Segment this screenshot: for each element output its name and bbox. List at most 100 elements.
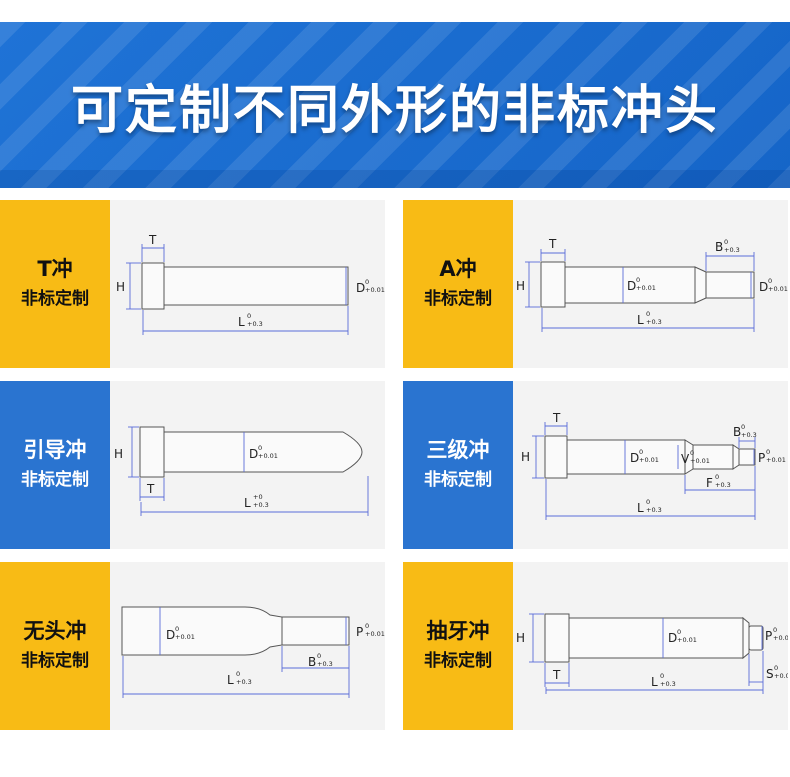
punch-diagram: H T D 0 +0.01 L +0 +0.3 xyxy=(110,381,385,549)
dim-f: F xyxy=(706,476,713,490)
banner-stripes xyxy=(0,22,790,188)
dim-tolerance: 0 xyxy=(774,664,778,672)
punch-shape xyxy=(141,262,349,310)
dimension-lines xyxy=(525,249,755,332)
card-name: 无头冲 xyxy=(23,619,87,643)
dim-tolerance: +0.3 xyxy=(724,246,740,254)
dim-b: B xyxy=(308,655,316,669)
dimension-lines xyxy=(128,426,369,516)
dim-tolerance: +0.3 xyxy=(317,660,333,668)
dim-tolerance: 0 xyxy=(639,448,643,456)
punch-diagram: H T D 0 +0.01 P 0 +0.01 S 0 +0.01 L 0 +0… xyxy=(513,562,788,730)
dim-tolerance: +0.01 xyxy=(639,456,659,464)
dim-tolerance: 0 xyxy=(766,448,770,456)
dim-t: T xyxy=(552,668,561,682)
card-label: 三级冲 非标定制 xyxy=(403,381,513,549)
dim-tolerance: +0.3 xyxy=(646,318,662,326)
punch-diagram: T H D 0 +0.01 V 0 +0.01 B 0 +0.3 P 0 +0.… xyxy=(513,381,788,549)
dim-tolerance: +0.01 xyxy=(175,633,195,641)
card-subtitle: 非标定制 xyxy=(424,289,492,309)
dim-tolerance: 0 xyxy=(365,622,369,630)
dim-l: L xyxy=(227,673,234,687)
punch-shape xyxy=(544,435,756,479)
dim-tolerance: 0 xyxy=(175,625,179,633)
dim-tolerance: +0.3 xyxy=(741,431,757,439)
dim-p: P xyxy=(758,451,765,465)
dim-tolerance: +0.01 xyxy=(365,286,385,294)
dim-s: S xyxy=(766,667,774,681)
card-name: 抽牙冲 xyxy=(426,619,490,643)
dim-tolerance: 0 xyxy=(724,238,728,246)
card-label: T冲 非标定制 xyxy=(0,200,110,368)
dim-tolerance: 0 xyxy=(258,444,262,452)
dim-d: D xyxy=(668,631,677,645)
card-a-punch: A冲 非标定制 xyxy=(403,200,788,368)
dim-b: B xyxy=(733,425,741,439)
dim-l: L xyxy=(238,315,245,329)
card-subtitle: 非标定制 xyxy=(424,651,492,671)
dim-tolerance: +0.3 xyxy=(660,680,676,688)
punch-shape xyxy=(139,426,363,478)
dim-tolerance: +0.01 xyxy=(636,284,656,292)
dim-tolerance: 0 xyxy=(715,473,719,481)
dim-h: H xyxy=(516,279,525,293)
dim-d: D xyxy=(166,628,175,642)
dim-d: D xyxy=(630,451,639,465)
dim-tolerance: +0.3 xyxy=(247,320,263,328)
dim-tolerance: +0.3 xyxy=(253,501,269,509)
dim-d: D xyxy=(627,279,636,293)
dim-b: B xyxy=(715,240,723,254)
dim-tolerance: 0 xyxy=(741,423,745,431)
dim-h: H xyxy=(114,447,123,461)
dimension-lines xyxy=(122,607,350,698)
dim-d: D xyxy=(356,281,365,295)
dim-h: H xyxy=(116,280,125,294)
punch-diagram: T H D 0 +0.01 B 0 +0.3 D 0 +0.01 L 0 +0.… xyxy=(513,200,788,368)
dim-tolerance: +0 xyxy=(253,493,263,501)
dim-t: T xyxy=(552,411,561,425)
dim-h: H xyxy=(516,631,525,645)
card-subtitle: 非标定制 xyxy=(424,470,492,490)
punch-shape xyxy=(540,261,755,308)
dim-tolerance: +0.01 xyxy=(774,672,788,680)
dim-tolerance: +0.3 xyxy=(646,506,662,514)
page-title: 可定制不同外形的非标冲头 xyxy=(70,80,719,141)
punch-diagram: T H D 0 +0.01 L 0 +0.3 xyxy=(110,200,385,368)
dim-tolerance: +0.01 xyxy=(690,457,710,465)
dim-l: L xyxy=(637,501,644,515)
dim-tolerance: 0 xyxy=(677,628,681,636)
dim-tolerance: +0.3 xyxy=(715,481,731,489)
card-headless-punch: 无头冲 非标定制 D 0 +0.01 P 0 +0.01 xyxy=(0,562,385,730)
dim-t: T xyxy=(548,237,557,251)
dim-tolerance: +0.3 xyxy=(236,678,252,686)
dim-t: T xyxy=(146,482,155,496)
dim-l: L xyxy=(651,675,658,689)
dim-tolerance: 0 xyxy=(236,670,240,678)
dim-d: D xyxy=(249,447,258,461)
dim-tolerance: 0 xyxy=(317,652,321,660)
dim-tolerance: 0 xyxy=(660,672,664,680)
dim-l: L xyxy=(244,496,251,510)
dim-tolerance: +0.01 xyxy=(766,456,786,464)
punch-shape xyxy=(121,606,350,656)
dim-tolerance: +0.01 xyxy=(768,285,788,293)
dim-v: V xyxy=(681,452,690,466)
dim-h: H xyxy=(521,450,530,464)
dim-tolerance: 0 xyxy=(646,498,650,506)
dim-tolerance: 0 xyxy=(646,310,650,318)
dim-tolerance: 0 xyxy=(365,278,369,286)
card-label: 抽牙冲 非标定制 xyxy=(403,562,513,730)
dim-p: P xyxy=(765,629,772,643)
card-t-punch: T冲 非标定制 T H D 0 +0. xyxy=(0,200,385,368)
dim-tolerance: 0 xyxy=(636,276,640,284)
dim-tolerance: +0.01 xyxy=(677,636,697,644)
card-name: 三级冲 xyxy=(426,438,490,462)
dim-tolerance: 0 xyxy=(768,277,772,285)
dim-tolerance: 0 xyxy=(247,312,251,320)
dim-d-tip: D xyxy=(759,280,768,294)
card-name: A冲 xyxy=(439,257,477,281)
card-label: A冲 非标定制 xyxy=(403,200,513,368)
card-name: T冲 xyxy=(37,257,73,281)
card-three-step-punch: 三级冲 非标定制 xyxy=(403,381,788,549)
dim-tolerance: +0.01 xyxy=(773,634,788,642)
